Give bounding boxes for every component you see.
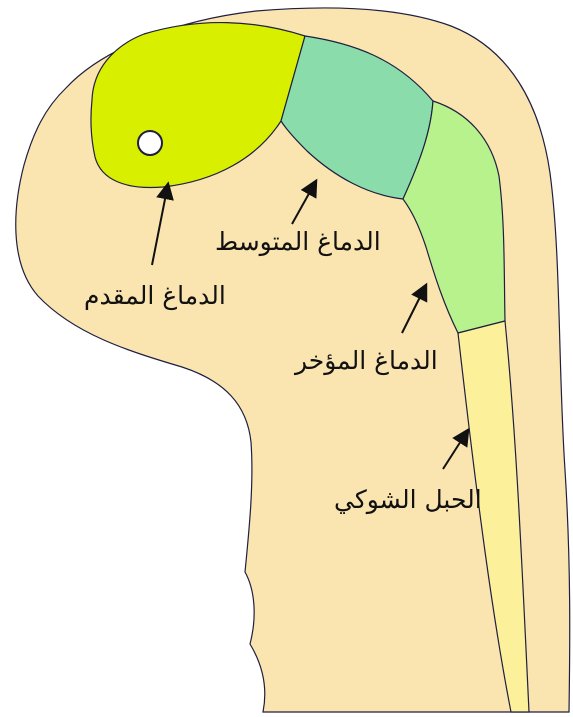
eye-icon [138,131,162,155]
midbrain-label: الدماغ المتوسط [215,229,381,254]
spinal-cord-label: الحبل الشوكي [334,487,482,512]
hindbrain-label: الدماغ المؤخر [295,348,438,373]
forebrain-label: الدماغ المقدم [84,283,226,308]
